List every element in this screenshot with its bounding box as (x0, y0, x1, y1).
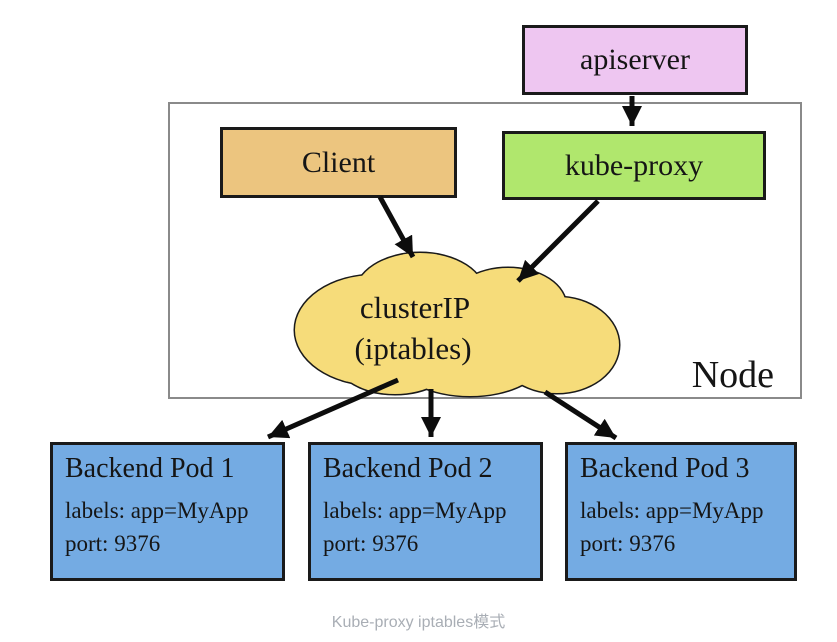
backend-pod-1-port: port: 9376 (65, 531, 161, 556)
apiserver-label: apiserver (580, 43, 690, 76)
backend-pod-3-port: port: 9376 (580, 531, 676, 556)
kube-proxy-label: kube-proxy (564, 148, 704, 182)
backend-pod-3-labels: labels: app=MyApp (580, 498, 764, 523)
client-label: Client (301, 145, 376, 179)
figure-caption: Kube-proxy iptables模式 (331, 614, 506, 631)
backend-pod-3-box: Backend Pod 3 labels: app=MyApp port: 93… (565, 442, 797, 581)
backend-pod-1-labels: labels: app=MyApp (65, 498, 249, 523)
kube-proxy-box: kube-proxy (502, 131, 766, 200)
node-boundary: Node (168, 102, 802, 399)
client-box: Client (220, 127, 457, 198)
backend-pod-2-box: Backend Pod 2 labels: app=MyApp port: 93… (308, 442, 543, 581)
apiserver-box: apiserver (522, 25, 748, 95)
backend-pod-1-box: Backend Pod 1 labels: app=MyApp port: 93… (50, 442, 285, 581)
backend-pod-2-port: port: 9376 (323, 531, 419, 556)
backend-pod-2-title: Backend Pod 2 (323, 453, 493, 484)
backend-pod-2-labels: labels: app=MyApp (323, 498, 507, 523)
node-label: Node (691, 354, 774, 396)
backend-pod-3-title: Backend Pod 3 (580, 453, 750, 484)
backend-pod-1-title: Backend Pod 1 (65, 453, 235, 484)
